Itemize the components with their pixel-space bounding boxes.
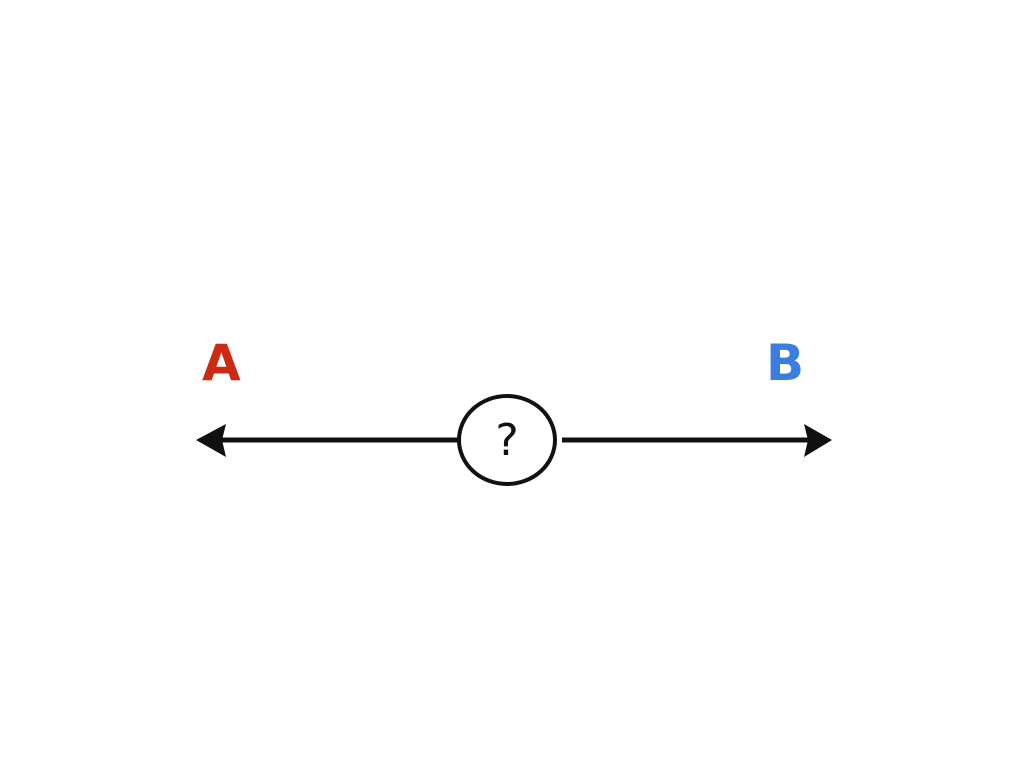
center-node-circle bbox=[457, 394, 557, 486]
right-arrowhead-icon bbox=[804, 424, 832, 457]
endpoint-label-b: B bbox=[766, 334, 805, 392]
endpoint-label-a: A bbox=[202, 334, 241, 392]
center-node-label: ? bbox=[495, 414, 519, 466]
left-arrowhead-icon bbox=[196, 424, 226, 457]
